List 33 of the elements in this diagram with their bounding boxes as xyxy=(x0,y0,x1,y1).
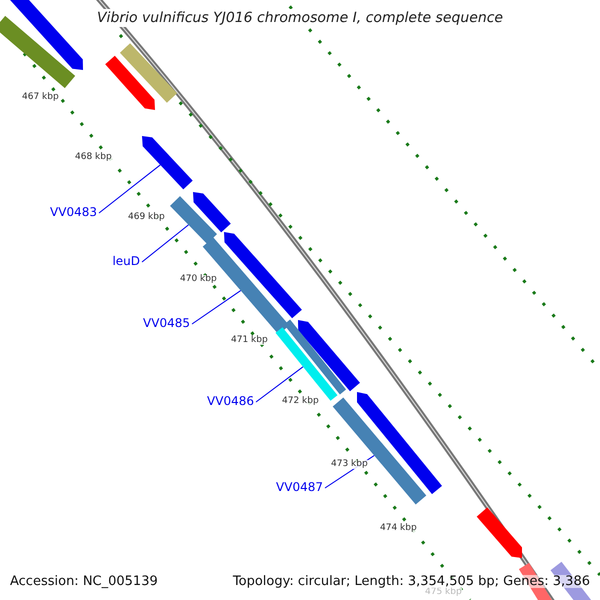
scale-label: 471 kbp xyxy=(231,336,268,345)
gene-bar xyxy=(170,196,217,244)
gene-bar xyxy=(105,56,155,110)
gene-bar xyxy=(193,192,231,232)
gene-label: VV0485 xyxy=(143,317,190,329)
scale-label: 468 kbp xyxy=(75,153,112,162)
gene-bar xyxy=(332,398,426,504)
leader-line xyxy=(98,164,161,214)
gene-bar xyxy=(10,0,83,70)
gene-bar xyxy=(284,320,346,394)
gene-label: leuD xyxy=(112,255,140,267)
gene-bar xyxy=(0,16,76,88)
leader-line xyxy=(192,290,242,324)
scale-label: 469 kbp xyxy=(128,213,165,222)
gene-bar xyxy=(298,320,360,392)
footer-text: Accession: NC_005139 xyxy=(10,575,158,588)
scale-label: 475 kbp xyxy=(425,588,462,597)
footer-text: Topology: circular; Length: 3,354,505 bp; Genes: 3,386 xyxy=(232,575,590,588)
gene-bar xyxy=(120,43,178,103)
leader-line xyxy=(256,366,304,402)
scale-label: 474 kbp xyxy=(380,524,417,533)
gene-label: VV0486 xyxy=(207,395,254,407)
scale-label: 472 kbp xyxy=(282,397,319,406)
scale-label: 470 kbp xyxy=(180,275,217,284)
gene-label: VV0483 xyxy=(50,206,97,218)
gene-bar xyxy=(142,136,193,190)
gene-bar xyxy=(202,237,290,335)
leader-line xyxy=(142,224,189,262)
scale-label: 467 kbp xyxy=(22,93,59,102)
scale-label: 473 kbp xyxy=(331,460,368,469)
gene-bar xyxy=(476,507,522,558)
gene-label: VV0487 xyxy=(276,481,323,493)
gene-bar xyxy=(224,232,302,318)
